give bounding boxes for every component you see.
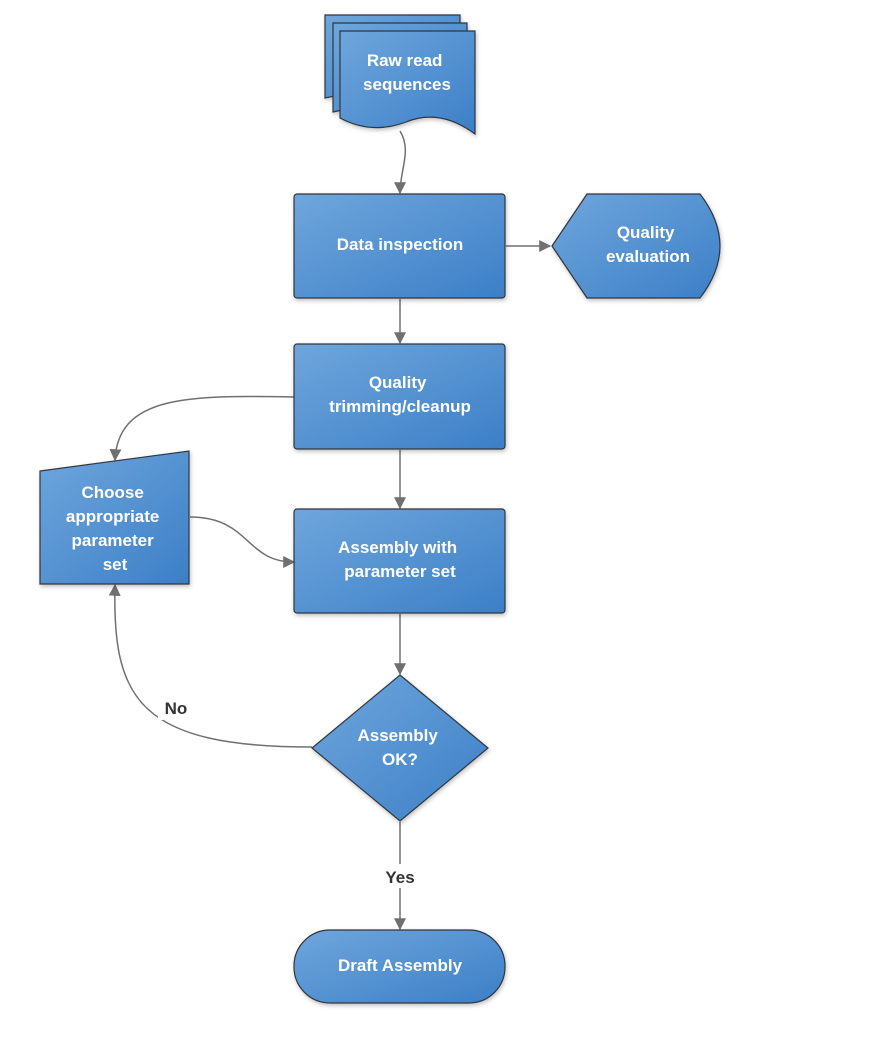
edge-raw-reads-to-data-inspection	[394, 130, 407, 195]
node-raw-reads	[324, 14, 476, 136]
node-quality-evaluation-label: Quality evaluation	[606, 223, 690, 266]
edge-label-yes: Yes	[385, 868, 414, 887]
node-quality-evaluation	[551, 193, 721, 299]
edge-choose-params-to-assembly	[189, 516, 296, 568]
node-assembly-ok	[311, 674, 489, 822]
node-draft-assembly	[293, 929, 506, 1004]
node-data-inspection-label: Data inspection	[337, 235, 464, 254]
edge-assembly-ok-no	[108, 583, 313, 748]
node-assembly-label: Assembly with parameter set	[338, 538, 462, 581]
edge-label-no: No	[165, 699, 188, 718]
node-raw-reads-label: Raw read sequences	[363, 51, 451, 94]
node-choose-params	[39, 450, 190, 585]
node-assembly	[293, 508, 506, 614]
node-draft-assembly-label: Draft Assembly	[338, 956, 463, 975]
node-assembly-ok-label: Assembly OK?	[357, 726, 442, 769]
node-quality-trimming-label: Quality trimming/cleanup	[329, 373, 471, 416]
edge-quality-trimming-to-choose-params	[109, 395, 295, 462]
edge-label-yes-bg	[378, 864, 422, 888]
node-choose-params-label: Choose appropriate parameter set	[66, 483, 164, 574]
node-data-inspection	[293, 193, 506, 299]
edge-label-no-bg	[158, 696, 194, 720]
node-quality-trimming	[293, 343, 506, 450]
